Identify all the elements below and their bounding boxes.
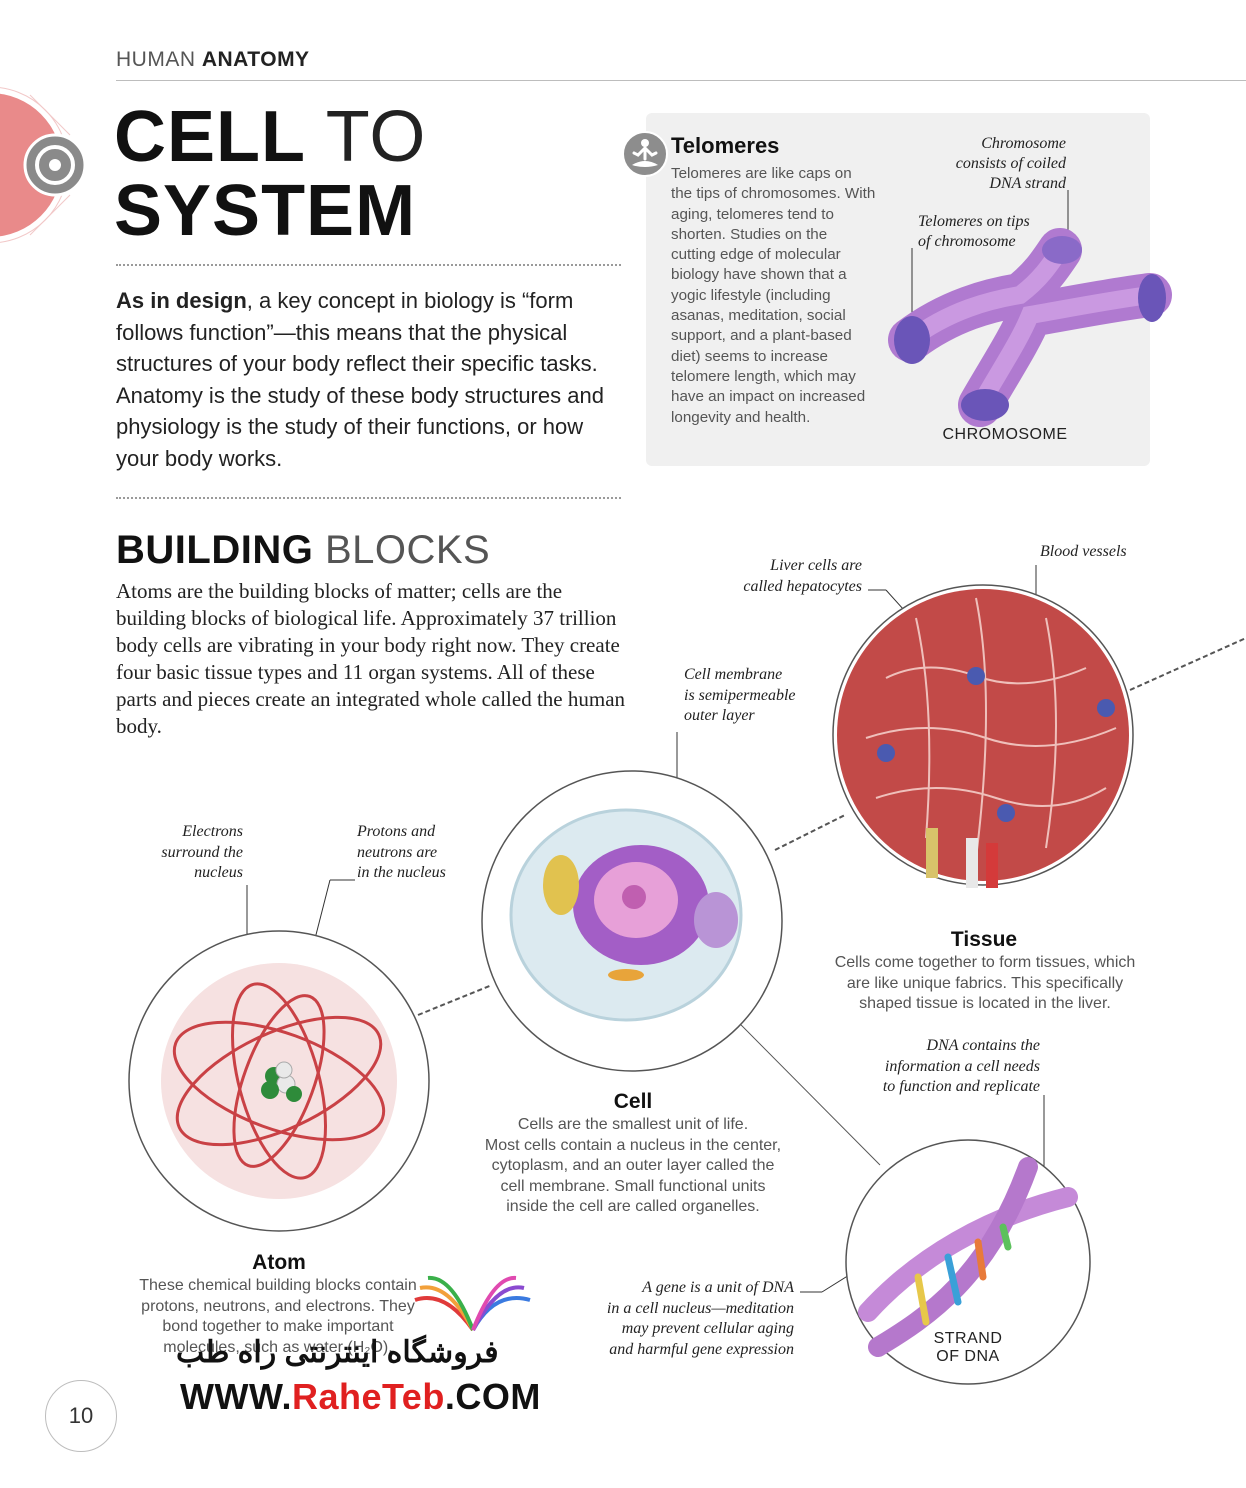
cell-illustration bbox=[481, 770, 783, 1072]
caption-line: Cells are the smallest unit of life. bbox=[517, 1116, 749, 1133]
divider-bottom bbox=[116, 497, 621, 499]
note-line: consists of coiled bbox=[955, 155, 1066, 172]
note-liver-cells: Liver cells are called hepatocytes bbox=[720, 555, 862, 597]
telomeres-text: Telomeres are like caps on the tips of c… bbox=[671, 165, 876, 426]
dna-illustration bbox=[845, 1139, 1091, 1385]
building-blocks-text: Atoms are the building blocks of matter;… bbox=[116, 579, 626, 738]
divider-top bbox=[116, 264, 621, 266]
page-title: CELL TO SYSTEM bbox=[114, 100, 426, 248]
note-line: surround the bbox=[161, 843, 243, 861]
caption-line: cell membrane. Small functional units bbox=[500, 1177, 766, 1195]
telomeres-title: Telomeres bbox=[671, 133, 780, 158]
tissue-illustration bbox=[832, 584, 1134, 888]
cell-text: Cells are the smallest unit of life. Mos… bbox=[470, 1115, 796, 1218]
title-word-system: SYSTEM bbox=[114, 171, 417, 251]
url-pre: WWW. bbox=[180, 1376, 292, 1417]
note-line: is semipermeable bbox=[684, 686, 796, 704]
note-line: outer layer bbox=[684, 707, 755, 724]
note-dna-info: DNA contains the information a cell need… bbox=[840, 1036, 1040, 1098]
note-blood-vessels: Blood vessels bbox=[1040, 543, 1127, 561]
section-title-bold: BUILDING bbox=[116, 528, 314, 572]
dna-label: STRAND OF DNA bbox=[918, 1330, 1018, 1366]
watermark-url: WWW.RaheTeb.COM bbox=[180, 1376, 541, 1418]
cell-title: Cell bbox=[613, 1090, 653, 1113]
running-head-bold: ANATOMY bbox=[201, 48, 310, 71]
note-line: Blood vessels bbox=[1040, 543, 1127, 560]
building-blocks-title: BUILDING BLOCKS bbox=[116, 528, 490, 573]
note-line: in the nucleus bbox=[357, 864, 446, 881]
note-chromosome-coiled: Chromosome consists of coiled DNA strand bbox=[930, 134, 1066, 194]
note-line: Telomeres on tips bbox=[918, 213, 1030, 230]
caption-line: shaped tissue is located in the liver. bbox=[859, 995, 1111, 1012]
header-rule bbox=[116, 80, 1246, 81]
note-line: Protons and bbox=[357, 823, 436, 840]
note-line: to function and replicate bbox=[882, 1078, 1040, 1095]
caption-line: Most cells contain a nucleus in the cent… bbox=[484, 1136, 782, 1154]
meditation-icon bbox=[622, 131, 668, 177]
note-protons: Protons and neutrons are in the nucleus bbox=[357, 822, 446, 884]
label-line: OF DNA bbox=[936, 1348, 1000, 1365]
tissue-title: Tissue bbox=[950, 928, 1018, 951]
note-cell-membrane: Cell membrane is semipermeable outer lay… bbox=[684, 665, 796, 727]
note-line: in a cell nucleus—meditation bbox=[606, 1299, 794, 1317]
note-line: and harmful gene expression bbox=[609, 1340, 794, 1358]
note-line: Electrons bbox=[182, 823, 243, 840]
note-line: called hepatocytes bbox=[743, 578, 862, 595]
url-red: RaheTeb bbox=[291, 1376, 445, 1417]
caption-line: protons, neutrons, and electrons. They bbox=[141, 1297, 415, 1315]
chromosome-illustration bbox=[888, 190, 1172, 427]
note-line: may prevent cellular aging bbox=[621, 1320, 794, 1337]
atom-title: Atom bbox=[252, 1251, 306, 1274]
atom-illustration bbox=[128, 930, 430, 1232]
caption-line: bond together to make important bbox=[162, 1318, 394, 1335]
intro-text: , a key concept in biology is “form foll… bbox=[116, 288, 604, 471]
note-line: neutrons are bbox=[357, 843, 438, 861]
caption-line: cytoplasm, and an outer layer called the bbox=[491, 1157, 775, 1174]
caption-line: inside the cell are called organelles. bbox=[506, 1198, 760, 1215]
watermark-book-logo bbox=[414, 1275, 531, 1332]
running-head: HUMAN ANATOMY bbox=[116, 48, 310, 72]
chromosome-label: CHROMOSOME bbox=[942, 426, 1068, 443]
section-title-light: BLOCKS bbox=[324, 528, 491, 572]
caption-line: These chemical building blocks contain bbox=[139, 1277, 417, 1294]
atom-text: These chemical building blocks contain p… bbox=[118, 1276, 438, 1358]
intro-paragraph: As in design, a key concept in biology i… bbox=[116, 285, 626, 474]
note-line: Liver cells are bbox=[770, 557, 862, 574]
url-post: .COM bbox=[444, 1376, 541, 1417]
title-word-cell: CELL bbox=[114, 97, 306, 177]
note-line: Chromosome bbox=[981, 135, 1066, 152]
tissue-text: Cells come together to form tissues, whi… bbox=[820, 953, 1150, 1015]
note-line: A gene is a unit of DNA bbox=[642, 1279, 794, 1296]
note-telomeres-tips: Telomeres on tips of chromosome bbox=[918, 212, 1030, 252]
note-line: DNA contains the bbox=[926, 1037, 1040, 1054]
note-line: nucleus bbox=[194, 864, 243, 881]
note-gene: A gene is a unit of DNA in a cell nucleu… bbox=[570, 1278, 794, 1360]
caption-line: molecules, such as water (H₂O). bbox=[163, 1338, 393, 1356]
page-number: 10 bbox=[45, 1380, 117, 1452]
caption-line: are like unique fabrics. This specifical… bbox=[846, 974, 1124, 992]
note-electrons: Electrons surround the nucleus bbox=[130, 822, 243, 884]
title-word-to: TO bbox=[325, 97, 427, 177]
note-line: Cell membrane bbox=[684, 666, 783, 683]
watermark-persian: فروشگاه اینترنتی راه طب bbox=[176, 1336, 499, 1369]
caption-line: Cells come together to form tissues, whi… bbox=[834, 954, 1136, 971]
intro-lead: As in design bbox=[116, 288, 247, 313]
note-line: DNA strand bbox=[989, 175, 1066, 192]
note-line: of chromosome bbox=[918, 233, 1016, 250]
running-head-light: HUMAN bbox=[116, 48, 196, 71]
target-icon bbox=[0, 87, 87, 243]
label-line: STRAND bbox=[933, 1330, 1003, 1347]
note-line: information a cell needs bbox=[884, 1057, 1040, 1075]
